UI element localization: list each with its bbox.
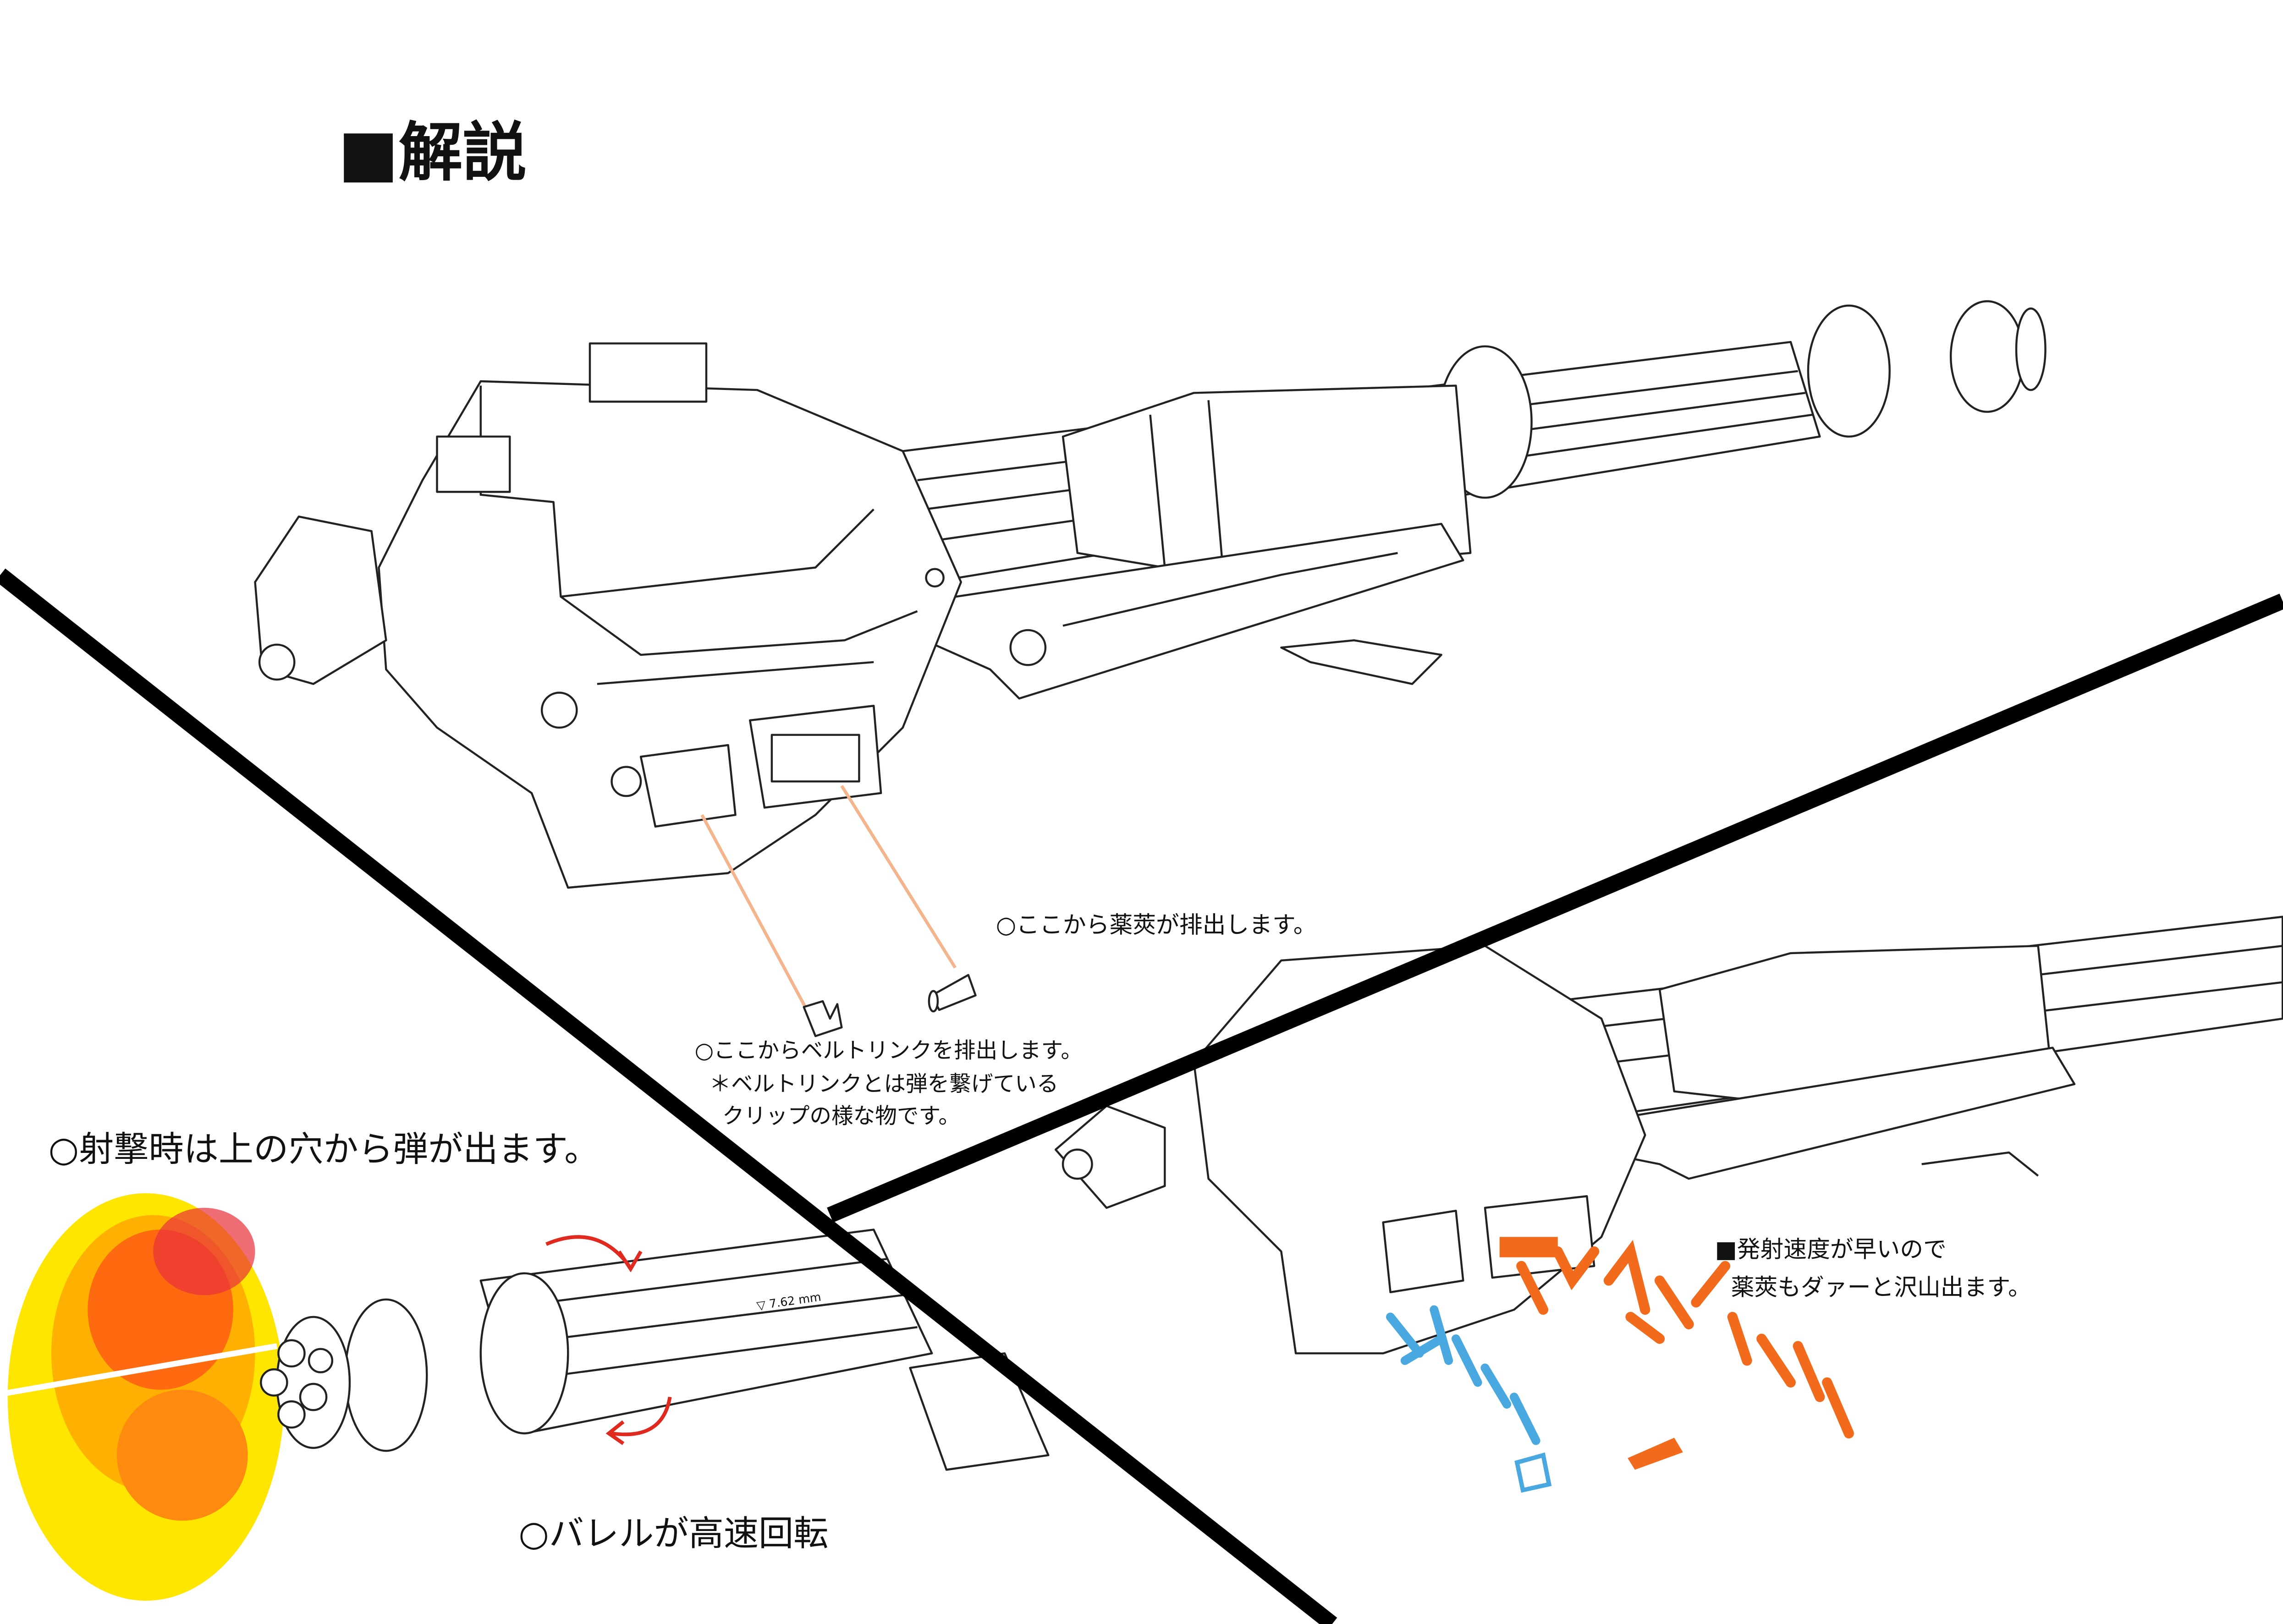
casing-eject-caption: ○ここから薬莢が排出します。 xyxy=(996,911,1317,938)
panel-divider-left xyxy=(0,568,1337,1624)
rotation-arrow-icon xyxy=(545,1235,672,1445)
link-note-line-2: クリップの様な物です。 xyxy=(722,1104,960,1129)
leader-line-casing xyxy=(840,785,957,969)
minigun-main-drawing xyxy=(254,300,2046,889)
page-title: ■解説 xyxy=(338,115,527,190)
barrel-spin-caption: ○バレルが高速回転 xyxy=(518,1513,828,1554)
link-eject-caption: ○ここからベルトリンクを排出します。 xyxy=(695,1038,1083,1064)
belt-link-icon xyxy=(803,1000,843,1037)
leader-line-link xyxy=(700,814,807,1008)
spent-casing-icon xyxy=(928,974,977,1013)
sound-effect-blue xyxy=(1386,1305,1540,1445)
firing-caption: ○射撃時は上の穴から弾が出ます。 xyxy=(49,1129,600,1169)
rate-caption-line-1: ■発射速度が早いので xyxy=(1715,1236,1947,1263)
rotating-barrel-drawing xyxy=(260,1229,1050,1471)
muzzle-flash xyxy=(0,1193,285,1601)
link-ejection-port xyxy=(639,744,737,828)
panel-divider-right xyxy=(827,593,2283,1223)
casing-ejection-port xyxy=(749,704,882,809)
spent-casing-orange-icon xyxy=(1628,1437,1683,1470)
rate-caption-line-2: 薬莢もダァーと沢山出ます。 xyxy=(1731,1273,2031,1300)
link-note-line-1: ＊ベルトリンクとは弾を繋げている xyxy=(709,1072,1058,1097)
belt-link-blue-icon xyxy=(1514,1452,1552,1493)
sound-effect-orange xyxy=(1516,1240,1854,1439)
minigun-lower-drawing xyxy=(1054,916,2283,1355)
